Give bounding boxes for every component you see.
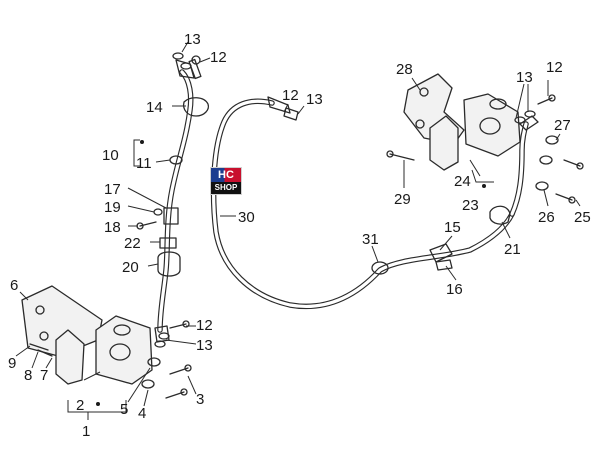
banjo-bolt-12-top bbox=[188, 55, 202, 80]
hose-clip-16 bbox=[435, 259, 453, 271]
label-5: 5 bbox=[120, 401, 128, 418]
label-18: 18 bbox=[104, 219, 121, 236]
washer-26 bbox=[535, 181, 549, 191]
screw-3-b bbox=[165, 388, 188, 399]
label-13-mid: 13 bbox=[306, 91, 323, 108]
washer-27-b bbox=[539, 155, 553, 165]
right-caliper-23 bbox=[463, 93, 521, 157]
bolt-29 bbox=[386, 150, 415, 161]
label-24: 24 bbox=[454, 173, 471, 190]
hose-clip-21 bbox=[489, 205, 511, 225]
label-27: 27 bbox=[554, 117, 571, 134]
label-31: 31 bbox=[362, 231, 379, 248]
brake-pad-7 bbox=[55, 329, 85, 385]
washer-13-top-b bbox=[180, 62, 192, 70]
label-26: 26 bbox=[538, 209, 555, 226]
label-17: 17 bbox=[104, 181, 121, 198]
screw-25-b bbox=[555, 193, 576, 204]
long-brake-hose bbox=[210, 96, 515, 310]
label-6: 6 bbox=[10, 277, 18, 294]
washer-19 bbox=[153, 208, 163, 216]
label-3: 3 bbox=[196, 391, 204, 408]
group-bullet-10 bbox=[140, 140, 144, 144]
label-15: 15 bbox=[444, 219, 461, 236]
hose-clip-15 bbox=[429, 243, 453, 263]
screw-3-a bbox=[169, 364, 192, 375]
washer-13-top-a bbox=[172, 52, 184, 60]
label-13-bottom: 13 bbox=[196, 337, 213, 354]
group-bullet-2 bbox=[96, 402, 100, 406]
washer-4 bbox=[141, 379, 155, 389]
washer-5 bbox=[147, 357, 161, 367]
screw-25-a bbox=[563, 159, 584, 170]
left-caliper-bracket-6 bbox=[21, 285, 103, 357]
label-28: 28 bbox=[396, 61, 413, 78]
label-9: 9 bbox=[8, 355, 16, 372]
hose-ring-31 bbox=[371, 261, 389, 275]
label-14: 14 bbox=[146, 99, 163, 116]
banjo-bolt-12-bottom bbox=[169, 320, 190, 329]
label-20: 20 bbox=[122, 259, 139, 276]
label-8: 8 bbox=[24, 367, 32, 384]
hose-clip-17 bbox=[163, 207, 179, 225]
hc-shop-logo: HC SHOP bbox=[210, 167, 242, 195]
label-12-mid: 12 bbox=[282, 87, 299, 104]
label-1: 1 bbox=[82, 423, 90, 440]
label-10: 10 bbox=[102, 147, 119, 164]
label-19: 19 bbox=[104, 199, 121, 216]
left-caliper-2 bbox=[95, 315, 153, 385]
label-13-top: 13 bbox=[184, 31, 201, 48]
label-4: 4 bbox=[138, 405, 146, 422]
label-22: 22 bbox=[124, 235, 141, 252]
hose-support-20 bbox=[157, 251, 181, 277]
label-29: 29 bbox=[394, 191, 411, 208]
label-30: 30 bbox=[238, 209, 255, 226]
leader-lines bbox=[15, 41, 581, 420]
washer-27-a bbox=[545, 135, 559, 145]
brake-pad-24 bbox=[429, 115, 459, 171]
pin-9 bbox=[29, 343, 49, 351]
logo-line-hc: HC bbox=[211, 168, 241, 182]
hose-clamp-14 bbox=[182, 97, 210, 117]
washer-13-bottom-b bbox=[154, 340, 166, 348]
logo-line-shop: SHOP bbox=[211, 182, 241, 194]
label-2: 2 bbox=[76, 397, 84, 414]
label-11: 11 bbox=[136, 155, 152, 172]
right-hose-upper bbox=[509, 115, 539, 217]
washer-13-bottom-a bbox=[158, 332, 170, 340]
label-16: 16 bbox=[446, 281, 463, 298]
banjo-bolt-12-right bbox=[537, 94, 556, 105]
group-bullet-24 bbox=[482, 184, 486, 188]
washer-13-right-b bbox=[514, 116, 526, 124]
label-12-right: 12 bbox=[546, 59, 563, 76]
label-12-bottom: 12 bbox=[196, 317, 213, 334]
label-7: 7 bbox=[40, 367, 48, 384]
label-25: 25 bbox=[574, 209, 591, 226]
label-21: 21 bbox=[504, 241, 521, 258]
label-23: 23 bbox=[462, 197, 479, 214]
screw-18 bbox=[136, 221, 157, 230]
pin-8 bbox=[37, 349, 53, 357]
washer-13-right-a bbox=[524, 110, 536, 118]
hose-guide-22 bbox=[159, 237, 177, 249]
label-12-top: 12 bbox=[210, 49, 227, 66]
label-13-right: 13 bbox=[516, 69, 533, 86]
